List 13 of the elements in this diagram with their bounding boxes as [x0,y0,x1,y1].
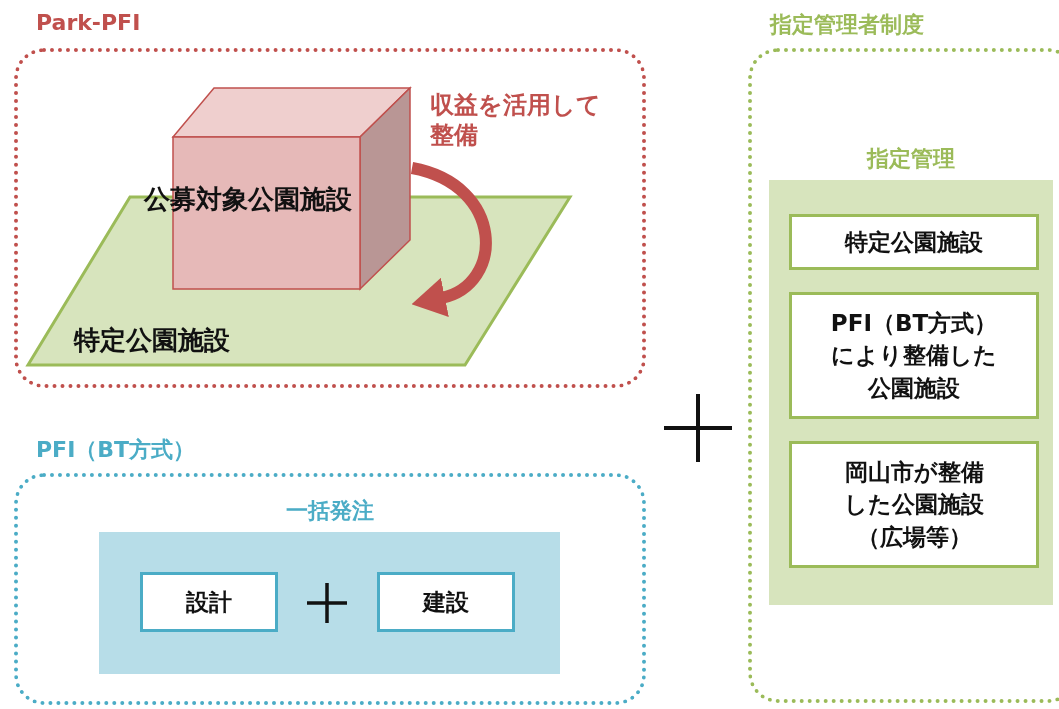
process-box: 建設 [377,572,515,632]
panel-heading: 一括発注 [285,497,374,525]
group-heading: PFI（BT方式） [36,436,196,464]
process-box: 岡山市が整備した公園施設（広場等） [789,441,1039,568]
shape-label: 特定公園施設 [74,324,230,357]
edge-label: 収益を活用して整備 [430,90,602,150]
group-heading: Park-PFI [36,10,141,35]
group-heading: 指定管理者制度 [770,11,924,39]
process-box: 設計 [140,572,278,632]
process-box: 特定公園施設 [789,214,1039,270]
panel-heading: 指定管理 [867,145,955,173]
process-box: PFI（BT方式）により整備した公園施設 [789,292,1039,419]
shape-label: 公募対象公園施設 [144,183,352,216]
